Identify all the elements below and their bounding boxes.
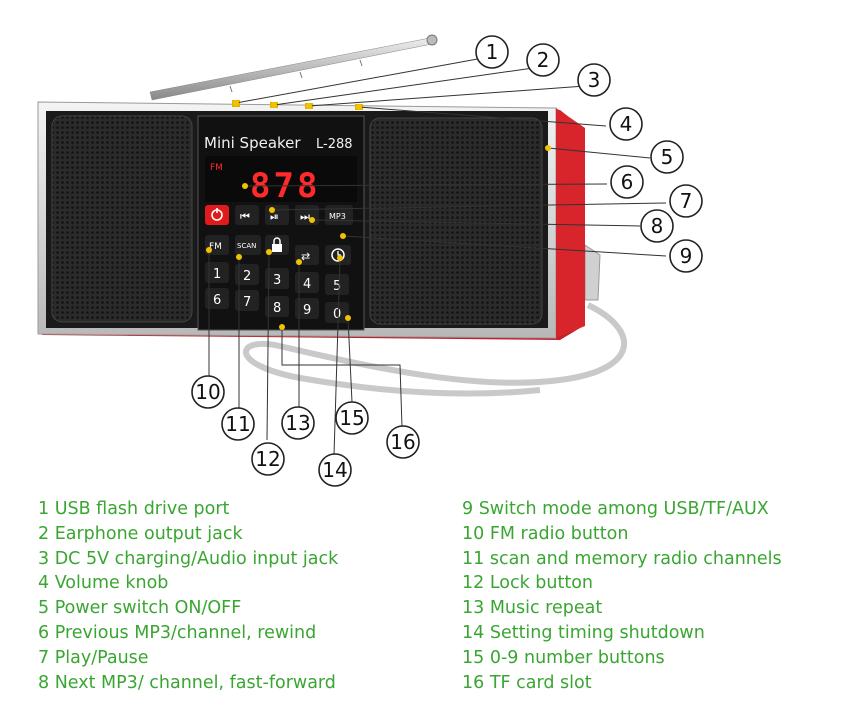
svg-text:MP3: MP3 — [329, 212, 346, 221]
legend-item: 1 USB flash drive port — [38, 497, 338, 522]
number-button-label: 5 — [333, 279, 341, 294]
callout-8: 8 — [641, 210, 673, 242]
callout-number-label: 1 — [486, 40, 499, 64]
legend-item: 14 Setting timing shutdown — [462, 621, 782, 646]
callout-14: 14 — [319, 454, 351, 486]
repeat-icon: ⇄ — [301, 250, 310, 263]
callout-4: 4 — [610, 108, 642, 140]
callout-15: 15 — [336, 402, 368, 434]
power-button[interactable] — [205, 205, 229, 225]
callout-number-label: 15 — [339, 406, 364, 430]
number-button-label: 2 — [243, 269, 251, 284]
callout-7: 7 — [670, 185, 702, 217]
fast-forward-icon: ⏭ — [300, 210, 310, 223]
number-button-label: 7 — [243, 295, 251, 310]
callout-11: 11 — [222, 408, 254, 440]
number-button-label: 9 — [303, 303, 311, 318]
callout-1: 1 — [476, 36, 508, 68]
number-button-5[interactable]: 5 — [325, 274, 349, 295]
callout-number-label: 3 — [588, 68, 601, 92]
callout-10: 10 — [192, 376, 224, 408]
legend-left-column: 1 USB flash drive port 2 Earphone output… — [38, 497, 338, 695]
rewind-icon: ⏮ — [240, 210, 250, 223]
timer-button[interactable] — [325, 245, 351, 265]
svg-text:SCAN: SCAN — [237, 242, 256, 250]
number-button-label: 1 — [213, 267, 221, 282]
legend-item: 10 FM radio button — [462, 522, 782, 547]
number-button-label: 8 — [273, 301, 281, 316]
callout-number-label: 12 — [255, 447, 280, 471]
callout-number-label: 2 — [537, 48, 550, 72]
callout-5: 5 — [651, 141, 683, 173]
legend-item: 7 Play/Pause — [38, 646, 338, 671]
legend-item: 4 Volume knob — [38, 571, 338, 596]
callout-number-label: 8 — [651, 214, 664, 238]
mode-indicator: FM — [210, 163, 223, 173]
legend-item: 8 Next MP3/ channel, fast-forward — [38, 671, 338, 696]
product-diagram: Mini Speaker L-288 FM 878 ⏮ ⏯ ⏭ MP3 FM S… — [0, 0, 866, 490]
legend-item: 15 0-9 number buttons — [462, 646, 782, 671]
legend-item: 3 DC 5V charging/Audio input jack — [38, 547, 338, 572]
legend-item: 5 Power switch ON/OFF — [38, 596, 338, 621]
legend-item: 12 Lock button — [462, 571, 782, 596]
legend-item: 16 TF card slot — [462, 671, 782, 696]
number-button-label: 0 — [333, 307, 341, 322]
left-speaker-grille — [52, 116, 192, 322]
next-button[interactable]: ⏭ — [295, 205, 319, 225]
legend-item: 9 Switch mode among USB/TF/AUX — [462, 497, 782, 522]
legend-item: 11 scan and memory radio channels — [462, 547, 782, 572]
number-button-0[interactable]: 0 — [325, 302, 349, 323]
callout-12: 12 — [252, 443, 284, 475]
callout-6: 6 — [611, 166, 643, 198]
callout-number-label: 5 — [661, 145, 674, 169]
callout-number-label: 14 — [322, 458, 347, 482]
legend-item: 2 Earphone output jack — [38, 522, 338, 547]
play-pause-button[interactable]: ⏯ — [265, 205, 289, 225]
callout-number-label: 16 — [390, 430, 415, 454]
callout-9: 9 — [670, 240, 702, 272]
previous-button[interactable]: ⏮ — [235, 205, 259, 225]
callout-3: 3 — [578, 64, 610, 96]
callout-2: 2 — [527, 44, 559, 76]
callout-number-label: 4 — [620, 112, 633, 136]
callout-number-label: 10 — [195, 380, 220, 404]
right-speaker-grille — [370, 118, 542, 324]
legend-item: 6 Previous MP3/channel, rewind — [38, 621, 338, 646]
callout-number-label: 11 — [225, 412, 250, 436]
callout-number-label: 13 — [285, 411, 310, 435]
callout-number-label: 7 — [680, 189, 693, 213]
strap-connector — [585, 245, 600, 300]
legend-right-column: 9 Switch mode among USB/TF/AUX 10 FM rad… — [462, 497, 782, 695]
brand-label: Mini Speaker — [204, 134, 301, 152]
lock-icon — [272, 244, 282, 252]
mp3-button[interactable]: MP3 — [325, 205, 353, 225]
callout-13: 13 — [282, 407, 314, 439]
callout-number-label: 9 — [680, 244, 693, 268]
antenna — [150, 35, 437, 100]
number-button-label: 4 — [303, 277, 311, 292]
callout-number-label: 6 — [621, 170, 634, 194]
scan-button[interactable]: SCAN — [235, 235, 261, 255]
number-button-label: 3 — [273, 273, 281, 288]
led-display: FM 878 — [205, 156, 357, 206]
model-label: L-288 — [316, 137, 353, 152]
callout-16: 16 — [387, 426, 419, 458]
number-button-label: 6 — [213, 293, 221, 308]
legend-item: 13 Music repeat — [462, 596, 782, 621]
